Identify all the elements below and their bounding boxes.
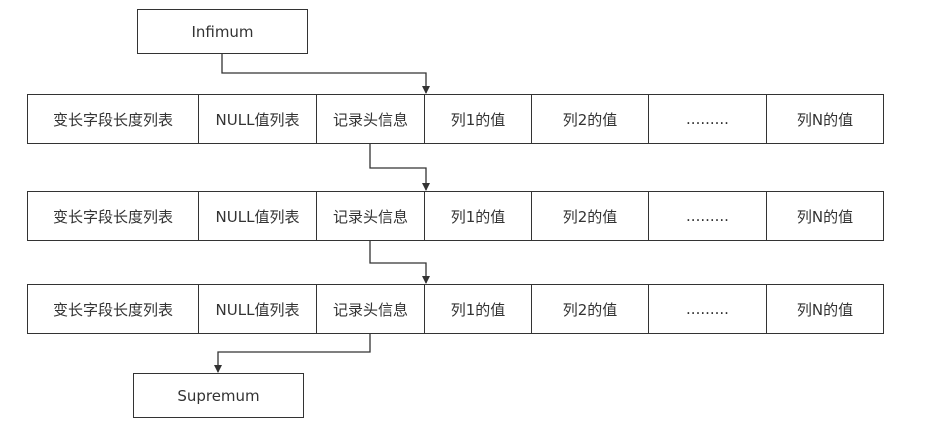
- supremum-label: Supremum: [177, 386, 260, 405]
- variable-length-field-list-cell: 变长字段长度列表: [28, 192, 199, 240]
- ellipsis-cell: .........: [649, 95, 767, 143]
- record-row: 变长字段长度列表 NULL值列表 记录头信息 列1的值 列2的值 .......…: [27, 94, 884, 144]
- infimum-label: Infimum: [191, 22, 254, 41]
- cell-label: .........: [686, 300, 729, 318]
- cell-label: 记录头信息: [332, 300, 408, 319]
- record-row: 变长字段长度列表 NULL值列表 记录头信息 列1的值 列2的值 .......…: [27, 191, 884, 241]
- cell-label: .........: [686, 110, 729, 128]
- cell-label: 记录头信息: [332, 110, 408, 129]
- record-header-cell: 记录头信息: [317, 95, 425, 143]
- record-header-cell: 记录头信息: [317, 285, 425, 333]
- infimum-box: Infimum: [137, 9, 308, 54]
- column-2-value-cell: 列2的值: [532, 192, 649, 240]
- cell-label: 列2的值: [562, 207, 618, 226]
- cell-label: 变长字段长度列表: [52, 110, 173, 129]
- cell-label: 列2的值: [562, 110, 618, 129]
- column-1-value-cell: 列1的值: [425, 285, 532, 333]
- cell-label: 列2的值: [562, 300, 618, 319]
- cell-label: NULL值列表: [215, 110, 300, 129]
- cell-label: 变长字段长度列表: [52, 300, 173, 319]
- cell-label: 记录头信息: [332, 207, 408, 226]
- arrow-record-3-to-supremum: [214, 334, 371, 373]
- cell-label: 列N的值: [796, 207, 854, 226]
- ellipsis-cell: .........: [649, 285, 767, 333]
- cell-label: 变长字段长度列表: [52, 207, 173, 226]
- arrow-record-1-to-record-2: [369, 144, 430, 191]
- column-1-value-cell: 列1的值: [425, 192, 532, 240]
- record-header-cell: 记录头信息: [317, 192, 425, 240]
- variable-length-field-list-cell: 变长字段长度列表: [28, 95, 199, 143]
- cell-label: NULL值列表: [215, 300, 300, 319]
- column-2-value-cell: 列2的值: [532, 285, 649, 333]
- cell-label: 列N的值: [796, 110, 854, 129]
- arrow-infimum-to-record-1: [221, 54, 430, 94]
- column-n-value-cell: 列N的值: [767, 95, 883, 143]
- cell-label: 列1的值: [450, 207, 506, 226]
- column-2-value-cell: 列2的值: [532, 95, 649, 143]
- null-value-list-cell: NULL值列表: [199, 285, 317, 333]
- column-n-value-cell: 列N的值: [767, 192, 883, 240]
- column-1-value-cell: 列1的值: [425, 95, 532, 143]
- variable-length-field-list-cell: 变长字段长度列表: [28, 285, 199, 333]
- column-n-value-cell: 列N的值: [767, 285, 883, 333]
- null-value-list-cell: NULL值列表: [199, 192, 317, 240]
- cell-label: NULL值列表: [215, 207, 300, 226]
- arrow-record-2-to-record-3: [369, 241, 430, 284]
- cell-label: .........: [686, 207, 729, 225]
- record-row: 变长字段长度列表 NULL值列表 记录头信息 列1的值 列2的值 .......…: [27, 284, 884, 334]
- supremum-box: Supremum: [133, 373, 304, 418]
- ellipsis-cell: .........: [649, 192, 767, 240]
- null-value-list-cell: NULL值列表: [199, 95, 317, 143]
- cell-label: 列1的值: [450, 110, 506, 129]
- cell-label: 列1的值: [450, 300, 506, 319]
- cell-label: 列N的值: [796, 300, 854, 319]
